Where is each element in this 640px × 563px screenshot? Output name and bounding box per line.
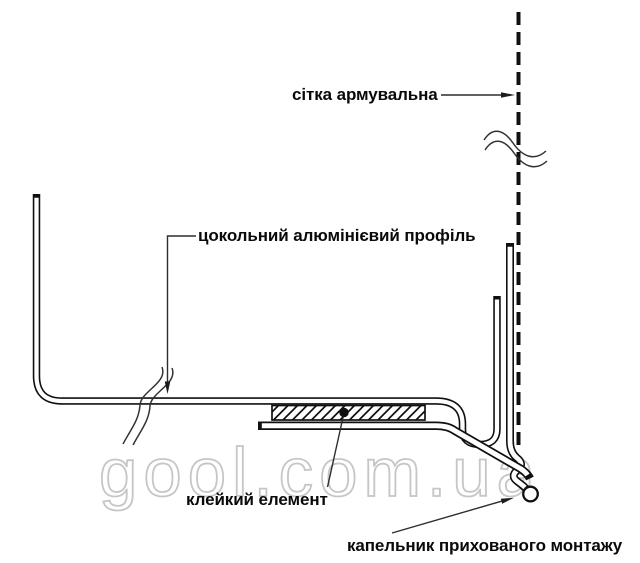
- drip-edge-ball: [522, 485, 539, 503]
- label-reinforcing-mesh: сітка армувальна: [292, 85, 438, 104]
- leader-profile-arrow: [164, 381, 171, 394]
- label-base-profile: цокольний алюмінієвий профіль: [198, 226, 476, 245]
- label-drip-edge: капельник прихованого монтажу: [347, 536, 623, 555]
- leader-adhesive-dot: [339, 407, 349, 418]
- drip-edge-plate-core: [261, 423, 530, 477]
- leader-mesh: [441, 92, 515, 98]
- leader-drip-arrow: [500, 497, 514, 504]
- adhesive-layer-border: [271, 404, 426, 421]
- base-profile-core: [34, 197, 500, 447]
- label-adhesive-element: клейкий елемент: [186, 490, 328, 509]
- break-symbol-profile: [122, 366, 174, 446]
- leader-profile: [164, 235, 196, 394]
- leader-drip: [391, 497, 514, 534]
- leader-mesh-arrow: [501, 92, 515, 98]
- break-symbol-mesh: [483, 130, 548, 168]
- leader-adhesive: [326, 407, 349, 488]
- watermark-text: gool.com.ua: [99, 434, 541, 511]
